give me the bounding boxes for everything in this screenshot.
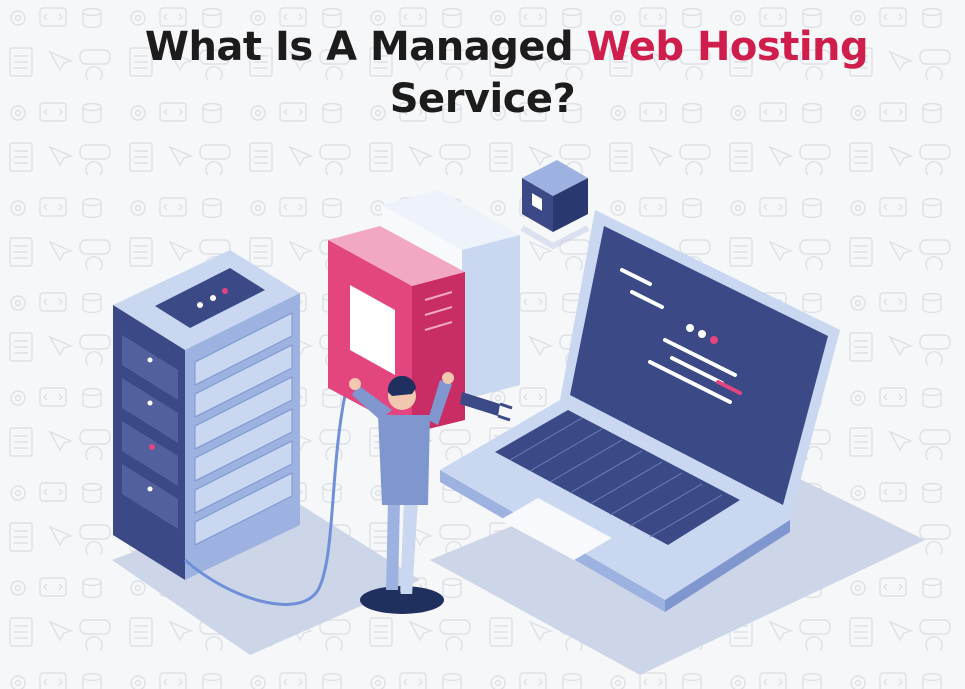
page-title: What Is A Managed Web Hosting Service? [0,22,965,124]
title-accent: Web Hosting [586,24,869,70]
title-part-1: What Is A Managed [144,24,587,70]
cube-icon [520,160,590,250]
laptop-icon [440,210,840,612]
person-icon [349,372,513,606]
title-part-2: Service? [389,76,576,122]
server-rack-icon [113,250,300,580]
